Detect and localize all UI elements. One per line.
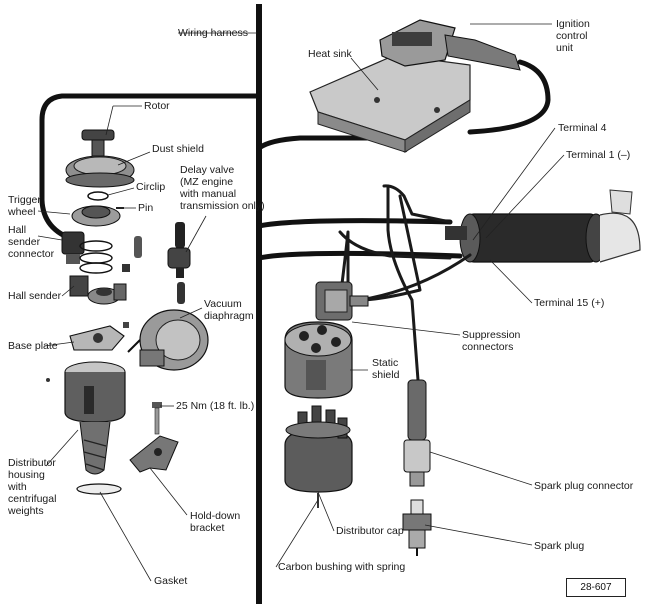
label-distributor-housing: Distributor housing with centrifugal wei… (8, 457, 57, 517)
label-spark-plug-connector: Spark plug connector (534, 480, 634, 492)
harness-loop-left (39, 93, 262, 243)
label-pin: Pin (138, 202, 154, 214)
label-hall-sender: Hall sender (8, 290, 62, 302)
harness-to-coil-upper (256, 218, 453, 229)
label-base-plate: Base plate (8, 340, 58, 352)
spark-plug (402, 499, 432, 556)
label-terminal-1: Terminal 1 (–) (566, 149, 631, 161)
label-ignition-control-unit: Ignition control unit (556, 18, 590, 54)
base-plate (69, 325, 125, 351)
label-hold-down-bracket: Hold-down bracket (190, 510, 241, 534)
delay-valve (167, 222, 191, 278)
figure-reference: 28-607 (566, 578, 626, 597)
label-hall-sender-connector: Hall sender connector (8, 224, 55, 260)
label-carbon-bushing: Carbon bushing with spring (278, 561, 406, 573)
vacuum-hose (177, 282, 185, 304)
label-suppression-connectors: Suppression connectors (462, 329, 521, 353)
harness-lead-b (338, 230, 452, 260)
circlip (87, 191, 109, 201)
distributor-cap (284, 405, 353, 493)
label-circlip: Circlip (136, 181, 166, 193)
label-gasket: Gasket (154, 575, 188, 587)
small-fasteners (46, 236, 142, 382)
harness-to-coil-lower (256, 250, 463, 261)
bolt-25nm (152, 402, 162, 435)
label-terminal-15: Terminal 15 (+) (534, 297, 605, 309)
suppression-connector-lead (349, 295, 369, 307)
distributor-housing (64, 361, 126, 475)
label-delay-valve: Delay valve (MZ engine with manual trans… (180, 164, 265, 212)
label-spark-plug: Spark plug (534, 540, 585, 552)
trigger-wheel (71, 205, 121, 227)
harness-lead-a (382, 184, 452, 224)
control-unit-cable (467, 59, 551, 135)
label-trigger-wheel: Trigger wheel (8, 194, 41, 218)
label-heat-sink: Heat sink (308, 48, 352, 60)
label-distributor-cap: Distributor cap (336, 525, 404, 537)
gasket (76, 483, 122, 495)
label-torque: 25 Nm (18 ft. lb.) (176, 400, 255, 412)
lead-to-spark-plug (386, 184, 420, 382)
hall-sender (69, 275, 127, 305)
suppression-connector-cap (315, 281, 353, 321)
label-terminal-4: Terminal 4 (558, 122, 607, 134)
label-vacuum-diaphragm: Vacuum diaphragm (204, 298, 254, 322)
hall-sender-connector (61, 231, 85, 264)
label-dust-shield: Dust shield (152, 143, 204, 155)
label-wiring-harness: Wiring harness (178, 27, 249, 39)
label-rotor: Rotor (144, 100, 170, 112)
ignition-coil (445, 189, 641, 263)
vacuum-diaphragm (127, 309, 209, 371)
static-shield (284, 321, 353, 399)
dust-shield (65, 155, 135, 188)
rotor (81, 129, 115, 157)
hall-sender-rings (79, 240, 113, 274)
hold-down-bracket (129, 435, 179, 473)
spark-plug-connector (403, 379, 431, 487)
leader-lines (37, 23, 565, 582)
ignition-control-unit (309, 19, 521, 153)
label-static-shield: Static shield (372, 357, 400, 381)
